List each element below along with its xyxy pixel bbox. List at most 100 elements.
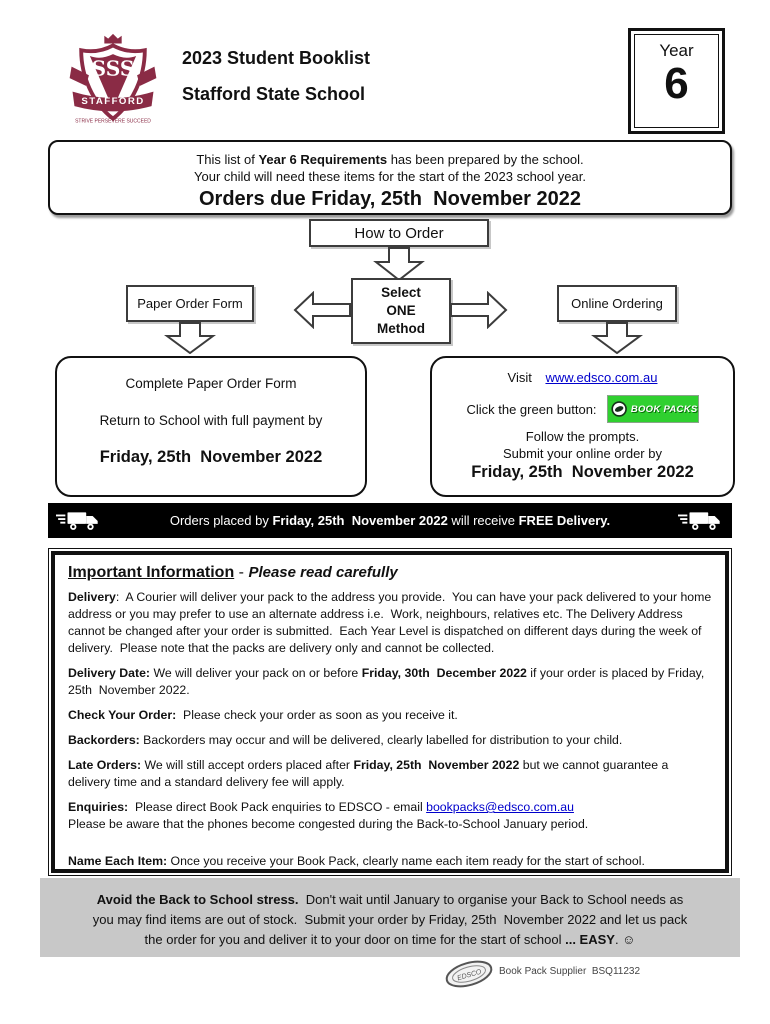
supplier-code-text: Book Pack Supplier BSQ11232 (499, 966, 641, 977)
delivery-truck-icon (56, 511, 98, 530)
info-paragraph: Delivery Date: We will deliver your pack… (68, 665, 712, 699)
visit-label: Visit (507, 370, 532, 385)
edsco-website-link[interactable]: www.edsco.com.au (545, 370, 658, 385)
text-segment: Check Your Order: (68, 708, 177, 722)
crest-letters: SSS (92, 56, 135, 80)
paper-order-form-label: Paper Order Form (137, 296, 243, 311)
text-segment: Delivery (68, 590, 116, 604)
text-segment: Enquiries: (68, 800, 129, 814)
edsco-logo-icon: EDSCO (445, 960, 493, 988)
year-value: 6 (664, 59, 689, 108)
info-paragraph: Delivery: A Courier will deliver your pa… (68, 589, 712, 657)
book-packs-button[interactable]: BOOK PACKS (606, 395, 699, 423)
text-segment: Name Each Item: (68, 854, 168, 868)
text-segment: Backorders: (68, 733, 140, 747)
crest-ribbons (69, 66, 157, 86)
online-ordering-box: Online Ordering (557, 285, 677, 322)
text-segment: Late Orders: (68, 758, 142, 772)
text-segment: the order for you and deliver it to your… (144, 932, 566, 948)
visit-line: Visit www.edsco.com.au (432, 370, 733, 385)
text-segment: We will still accept orders placed after (141, 758, 354, 772)
important-information-box: Important Information - Please read care… (48, 548, 732, 876)
info-paragraph: Backorders: Backorders may occur and wil… (68, 732, 712, 749)
arrow-left-icon (293, 291, 351, 329)
free-delivery-text: Orders placed by Friday, 25th November 2… (102, 513, 678, 528)
text-segment: Avoid the Back to School stress. (96, 892, 299, 907)
text-segment: FREE Delivery. (518, 513, 611, 528)
text-segment: Year 6 Requirements (258, 152, 388, 167)
paper-instruction-2: Return to School with full payment by (99, 413, 323, 428)
requirements-notice: This list of Year 6 Requirements has bee… (48, 140, 732, 215)
text-segment: We will deliver your pack on or before (150, 666, 362, 680)
text-segment: Backorders may occur and will be deliver… (139, 733, 623, 747)
text-segment: : A Courier will deliver your pack to th… (68, 590, 715, 655)
follow-prompts-line: Follow the prompts. (525, 429, 640, 444)
notice-line-2: Your child will need these items for the… (194, 169, 586, 184)
text-segment: Friday, 30th December 2022 (361, 666, 527, 680)
info-paragraph: Name Each Item: Once you receive your Bo… (68, 841, 712, 870)
arrow-down-icon (164, 322, 216, 354)
please-read-carefully: Please read carefully (248, 564, 398, 581)
text-segment: Friday, 25th November 2022 (353, 758, 520, 772)
select-line-2: ONE (386, 303, 416, 318)
text-segment: if your order is placed by Friday, 25th … (68, 666, 708, 697)
text-segment: Don't wait until January to organise you… (298, 892, 684, 907)
avoid-stress-box: Avoid the Back to School stress. Don't w… (40, 878, 740, 957)
green-button-row: Click the green button: BOOK PACKS (432, 395, 733, 423)
delivery-truck-icon (678, 511, 720, 530)
text-segment: Orders placed by (169, 513, 273, 528)
info-paragraph: Enquiries: Please direct Book Pack enqui… (68, 799, 712, 833)
text-segment: but we cannot guarantee a delivery time … (68, 758, 672, 789)
year-level-badge: Year 6 (628, 28, 725, 134)
text-segment: Once you receive your Book Pack, clearly… (167, 854, 645, 868)
text-segment: you may find items are out of stock. Sub… (92, 912, 688, 928)
paper-due-date: Friday, 25th November 2022 (99, 448, 323, 466)
crest-banner-text: STAFFORD (81, 96, 144, 107)
crest-motto: STRIVE PERSEVERE SUCCEED (75, 119, 151, 125)
school-crest-logo: SSS STAFFORD STRIVE PERSEVERE SUCCEED (69, 33, 157, 125)
paper-method-instructions: Complete Paper Order Form Return to Scho… (55, 356, 367, 497)
email-link[interactable]: bookpacks@edsco.com.au (426, 800, 574, 814)
school-name: Stafford State School (182, 84, 366, 104)
notice-line-1: This list of Year 6 Requirements has bee… (50, 151, 730, 168)
text-segment: Friday, 25th November 2022 (272, 513, 448, 528)
paper-instruction-1: Complete Paper Order Form (125, 376, 297, 391)
select-line-3: Method (377, 321, 425, 336)
important-information-inner: Important Information - Please read care… (51, 551, 729, 873)
select-line-1: Select (381, 285, 421, 300)
text-segment: Please check your order as soon as you r… (176, 708, 458, 722)
arrow-down-icon (373, 247, 425, 281)
online-method-instructions: Visit www.edsco.com.au Click the green b… (430, 356, 735, 497)
info-paragraph: Check Your Order: Please check your orde… (68, 707, 712, 724)
paper-order-form-box: Paper Order Form (126, 285, 254, 322)
online-due-date: Friday, 25th November 2022 (471, 463, 694, 481)
text-segment: Delivery Date: (68, 666, 151, 680)
important-information-heading: Important Information - Please read care… (68, 564, 712, 582)
text-segment: has been prepared by the school. (387, 152, 584, 167)
heading-dash: - (234, 564, 249, 581)
important-information-title: Important Information (68, 564, 235, 581)
click-button-label: Click the green button: (466, 401, 597, 417)
text-segment: ... EASY (565, 932, 615, 948)
arrow-down-icon (591, 322, 643, 354)
edsco-logo-icon (610, 401, 627, 417)
select-one-method-box: Select ONE Method (351, 278, 451, 344)
arrow-right-icon (450, 291, 508, 329)
how-to-order-label: How to Order (354, 224, 444, 242)
info-paragraph: Late Orders: We will still accept orders… (68, 757, 712, 791)
text-segment: Please direct Book Pack enquiries to EDS… (128, 800, 427, 814)
important-paragraphs: Delivery: A Courier will deliver your pa… (68, 589, 712, 870)
text-segment: This list of (196, 152, 259, 167)
year-level-badge-inner: Year 6 (634, 34, 719, 128)
text-segment: Please be aware that the phones become c… (68, 817, 589, 831)
online-ordering-label: Online Ordering (571, 296, 663, 311)
submit-order-line: Submit your online order by (503, 446, 662, 461)
document-title: 2023 Student Booklist (182, 48, 371, 68)
text-segment: . ☺ (614, 932, 636, 948)
book-packs-button-label: BOOK PACKS (630, 403, 698, 415)
how-to-order-box: How to Order (309, 219, 489, 247)
free-delivery-banner: Orders placed by Friday, 25th November 2… (48, 503, 732, 538)
orders-due-line: Orders due Friday, 25th November 2022 (198, 188, 581, 210)
year-label: Year (659, 41, 694, 60)
